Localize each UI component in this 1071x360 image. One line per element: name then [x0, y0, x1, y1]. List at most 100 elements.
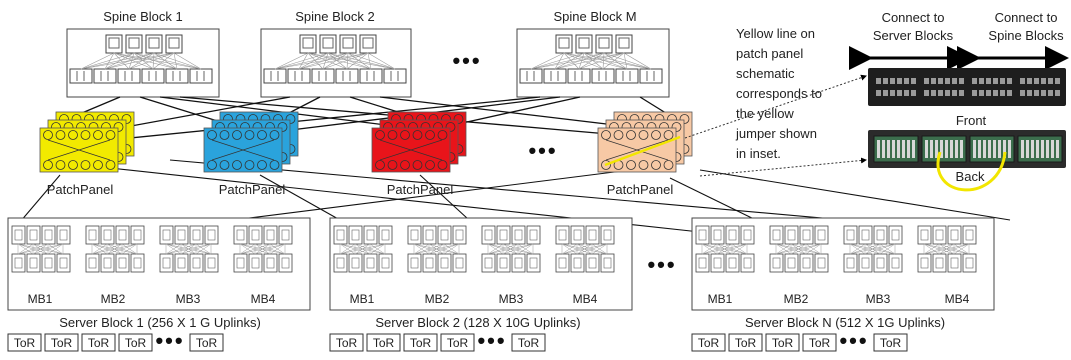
mb-chip	[555, 253, 570, 273]
spine-block-2: Spine Block 2	[260, 9, 412, 98]
back-terminal	[897, 140, 900, 158]
mb-mesh-link	[354, 243, 386, 255]
tor-box	[118, 333, 153, 352]
mb-chip	[858, 225, 873, 245]
spine-mesh-link	[80, 52, 115, 70]
mb-mesh-link	[487, 243, 504, 255]
mb-chip-inner	[861, 257, 870, 269]
connect-spine-line-2: Spine Blocks	[988, 28, 1064, 43]
server-block-1-label: Server Block 1 (256 X 1 G Uplinks)	[59, 315, 261, 330]
mb-mesh-link	[269, 243, 286, 255]
spine-chip-inner	[598, 37, 610, 49]
spine-chip-inner	[302, 37, 314, 49]
spine-mesh-link	[307, 52, 348, 70]
mb-chip	[585, 253, 600, 273]
patch-port	[453, 114, 464, 124]
mb-mesh-link	[91, 243, 123, 255]
spine-chip	[335, 68, 359, 84]
back-terminal	[973, 140, 976, 158]
patch-panel-peach	[597, 111, 693, 173]
mb-mesh-link	[849, 243, 866, 255]
mb-chip-inner	[861, 229, 870, 241]
mb-chip	[452, 225, 467, 245]
spine-mesh-link	[554, 52, 585, 70]
mb-chip-inner	[920, 229, 929, 241]
server-block-n-mb2: MB2	[784, 292, 809, 306]
mb-chip	[570, 225, 585, 245]
front-port	[924, 90, 929, 96]
mb-chip	[41, 225, 56, 245]
spine-chip-inner	[108, 37, 120, 49]
spine-chip	[69, 68, 93, 84]
spine-mesh-link	[80, 52, 135, 70]
mb-chip-inner	[44, 257, 53, 269]
back-terminal	[983, 140, 986, 158]
patch-port	[445, 122, 456, 132]
mb-chip-inner	[59, 229, 68, 241]
patch-port	[651, 160, 661, 170]
mb-chip	[710, 225, 725, 245]
patch-port	[679, 114, 690, 124]
mb-chip-inner	[103, 229, 112, 241]
back-terminal	[1051, 140, 1054, 158]
mb-chip-inner	[817, 229, 826, 241]
mb-chip-inner	[192, 257, 201, 269]
patch-port	[43, 160, 53, 170]
spine-mesh-link	[322, 52, 349, 70]
mb-chip	[769, 253, 784, 273]
mb-mesh-link	[938, 243, 970, 255]
spine-mesh-link	[367, 52, 372, 70]
mb-chip-inner	[603, 229, 612, 241]
spine-chip-inner	[128, 37, 140, 49]
tor-box	[440, 333, 475, 352]
patch-port	[80, 160, 91, 170]
mb-chip	[115, 253, 130, 273]
mb-chip-inner	[59, 257, 68, 269]
mb-chip-inner	[133, 257, 142, 269]
tor-label: ToR	[14, 336, 36, 350]
spine-mesh-link	[530, 52, 625, 70]
patch-port	[55, 130, 66, 140]
mb-chip	[932, 253, 947, 273]
mb-chip-inner	[876, 257, 885, 269]
mb-chip	[422, 253, 437, 273]
front-port	[890, 78, 895, 84]
mb-chip-inner	[529, 257, 538, 269]
mb-chip	[843, 225, 858, 245]
mb-chip-inner	[876, 229, 885, 241]
mb-chip-inner	[162, 229, 171, 241]
mb-chip	[814, 253, 829, 273]
yellow-jumper	[936, 151, 1007, 192]
tor-label: ToR	[447, 336, 469, 350]
front-port	[952, 78, 957, 84]
patch-port	[43, 130, 53, 140]
spine-mesh-link	[563, 52, 652, 70]
back-terminal	[1003, 140, 1006, 158]
mb-chip	[526, 225, 541, 245]
mb-chip	[174, 225, 189, 245]
patch-panel-blue	[203, 111, 299, 173]
spine-chip	[543, 68, 567, 84]
mb-chip	[784, 225, 799, 245]
mb-chip	[784, 253, 799, 273]
tor-label: ToR	[518, 336, 540, 350]
spine-chip-inner	[618, 37, 630, 49]
patch-port	[269, 160, 280, 170]
spine-chip	[591, 68, 615, 84]
mb-chip-inner	[514, 257, 523, 269]
front-port	[876, 90, 881, 96]
spine-mesh-link	[298, 52, 309, 70]
server-block-ellipsis: •••	[647, 252, 676, 277]
patch-wire	[47, 139, 111, 161]
mb-chip-inner	[558, 257, 567, 269]
mb-chip-inner	[162, 257, 171, 269]
patch-port	[613, 130, 624, 140]
spine-mesh-link	[128, 52, 135, 70]
mb-chip	[843, 253, 858, 273]
front-port	[938, 90, 943, 96]
spine-mesh-link	[554, 52, 605, 70]
mb-chip	[799, 253, 814, 273]
spine-chip	[359, 68, 383, 84]
spine-mesh-link	[322, 52, 369, 70]
